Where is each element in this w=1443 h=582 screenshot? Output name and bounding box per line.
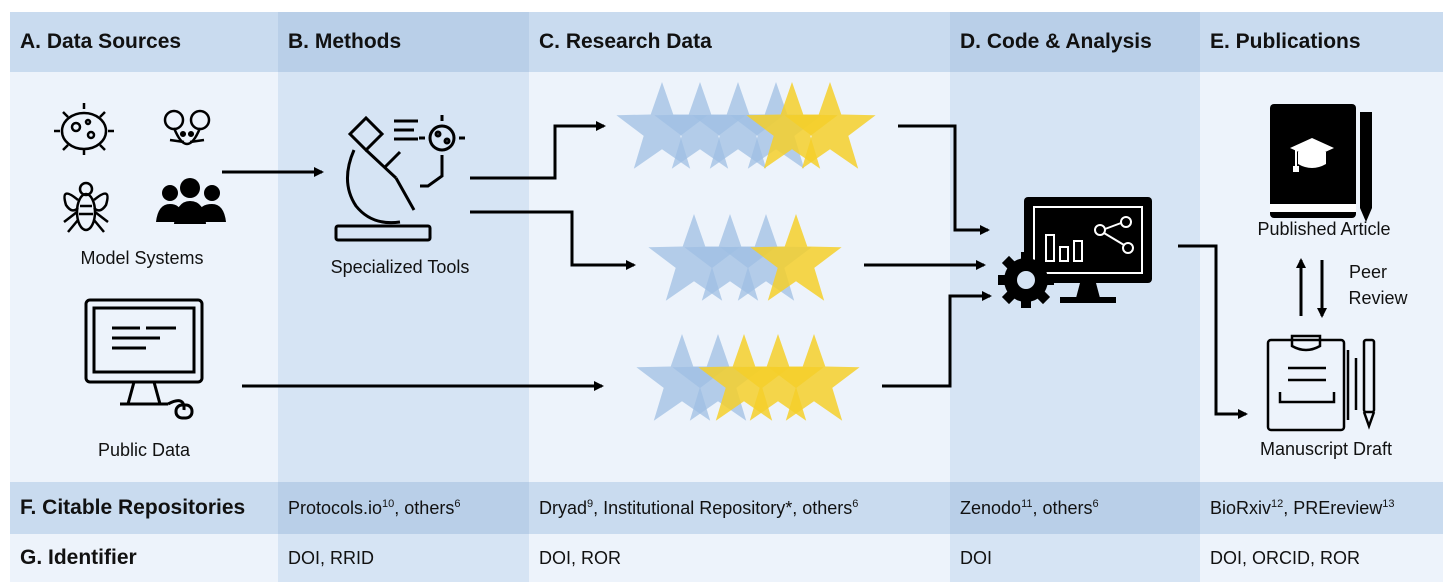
star-group-2 xyxy=(648,214,842,301)
clipboard-icon xyxy=(1266,334,1376,432)
identifier-cell-publications: DOI, ORCID, ROR xyxy=(1210,547,1361,568)
header-methods: B. Methods xyxy=(288,30,402,53)
peer-review-label-1: Peer xyxy=(1348,262,1388,282)
repository-text: Zenodo11, others6 xyxy=(960,497,1099,518)
identifier-cell-methods: DOI, RRID xyxy=(288,547,375,568)
citation-superscript: 6 xyxy=(454,497,461,510)
header-publications: E. Publications xyxy=(1210,30,1361,53)
header-data-sources: A. Data Sources xyxy=(20,30,182,53)
published-article-label: Published Article xyxy=(1257,219,1391,239)
header-research-data: C. Research Data xyxy=(539,30,712,53)
id-row-bg xyxy=(10,534,1443,582)
identifier-cell-research-data: DOI, ROR xyxy=(539,547,622,568)
repositories-row-label: F. Citable Repositories xyxy=(20,496,246,519)
citation-superscript: 10 xyxy=(382,497,395,510)
people-icon xyxy=(156,178,226,224)
monitor-chart-gear-icon xyxy=(998,197,1152,308)
manuscript-draft-label: Manuscript Draft xyxy=(1259,439,1393,459)
fly-icon xyxy=(63,181,109,233)
id-row-bg-d xyxy=(950,534,1200,582)
specialized-tools-label: Specialized Tools xyxy=(330,257,470,277)
header-bg-e xyxy=(1200,12,1443,72)
star-group-3 xyxy=(636,334,860,421)
mouse-icon xyxy=(163,109,211,146)
repo-row-bg-d xyxy=(950,482,1200,534)
header-bg-d xyxy=(950,12,1200,72)
header-bg-a xyxy=(10,12,278,72)
citation-superscript: 6 xyxy=(852,497,859,510)
microscope-icon xyxy=(334,115,465,242)
repo-cell-code: Zenodo11, others6 xyxy=(950,482,1200,534)
citation-superscript: 9 xyxy=(587,497,594,510)
citation-superscript: 6 xyxy=(1092,497,1099,510)
repo-row-bg-b xyxy=(278,482,529,534)
model-systems-label: Model Systems xyxy=(80,248,204,268)
repository-text: Protocols.io10, others6 xyxy=(288,497,461,518)
header-bg-c xyxy=(529,12,950,72)
repo-row-bg xyxy=(10,482,1443,534)
repo-cell-methods: Protocols.io10, others6 xyxy=(278,482,529,534)
header-code-analysis: D. Code & Analysis xyxy=(960,30,1152,53)
public-data-label: Public Data xyxy=(97,440,191,460)
citation-superscript: 13 xyxy=(1382,497,1395,510)
book-icon xyxy=(1270,104,1372,222)
citation-superscript: 12 xyxy=(1271,497,1284,510)
id-row-bg-b xyxy=(278,534,529,582)
repository-text: BioRxiv12, PREreview13 xyxy=(1210,497,1395,518)
bacteria-icon xyxy=(54,103,114,155)
identifier-row-label: G. Identifier xyxy=(20,546,137,569)
identifier-cell-code: DOI xyxy=(960,547,993,568)
citation-superscript: 11 xyxy=(1021,497,1033,510)
repository-text: Dryad9, Institutional Repository*, other… xyxy=(539,497,859,518)
star-group-1 xyxy=(616,82,876,169)
peer-review-label-2: Review xyxy=(1348,288,1408,308)
repo-cell-research-data: Dryad9, Institutional Repository*, other… xyxy=(529,482,950,534)
computer-icon xyxy=(84,298,204,420)
repo-cell-publications: BioRxiv12, PREreview13 xyxy=(1200,482,1443,534)
column-bg-b xyxy=(278,12,529,482)
header-bg-b xyxy=(278,12,529,72)
column-bg-e xyxy=(1200,12,1443,482)
